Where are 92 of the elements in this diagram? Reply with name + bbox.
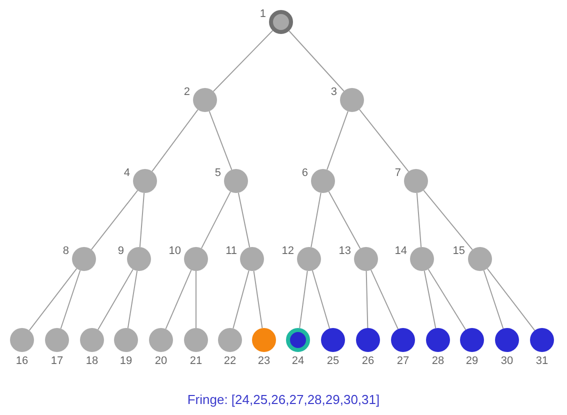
node-number: 16	[14, 355, 30, 367]
tree-node	[426, 328, 450, 352]
node-number: 5	[214, 167, 221, 179]
tree-node	[114, 328, 138, 352]
tree-edge	[423, 190, 473, 250]
tree-edge	[358, 108, 410, 172]
tree-node	[240, 247, 264, 271]
node-number: 6	[302, 167, 308, 179]
node-number: 17	[50, 355, 64, 367]
tree-edge	[486, 268, 536, 331]
tree-node	[391, 328, 415, 352]
node-number: 18	[84, 355, 100, 367]
tree-node	[354, 247, 378, 271]
node-number: 23	[256, 355, 272, 367]
tree-edge	[328, 191, 361, 249]
node-number: 27	[396, 355, 410, 367]
tree-node	[410, 247, 434, 271]
node-number: 30	[500, 355, 514, 367]
tree-node	[184, 247, 208, 271]
tree-edge	[90, 190, 138, 250]
tree-node	[149, 328, 173, 352]
tree-node	[286, 328, 310, 352]
tree-node	[184, 328, 208, 352]
node-number: 25	[326, 355, 340, 367]
node-number: 10	[168, 245, 181, 257]
node-number: 7	[394, 167, 401, 179]
tree-node	[297, 247, 321, 271]
node-number: 22	[222, 355, 238, 367]
tree-edge	[428, 268, 466, 330]
tree-edge	[139, 192, 145, 248]
tree-edge	[416, 192, 422, 248]
tree-node	[72, 247, 96, 271]
tree-edge	[212, 30, 274, 92]
tree-edge	[299, 270, 308, 329]
tree-node	[340, 88, 364, 112]
tree-node	[269, 10, 293, 34]
node-number: 1	[260, 8, 266, 20]
tree-edge	[326, 110, 348, 170]
tree-edge	[288, 30, 344, 92]
tree-edge	[253, 270, 263, 329]
tree-edge	[165, 270, 192, 330]
tree-node	[468, 247, 492, 271]
node-number: 2	[184, 86, 190, 98]
node-number: 15	[452, 245, 465, 257]
tree-node	[530, 328, 554, 352]
node-number: 29	[464, 355, 480, 367]
tree-edge	[200, 191, 232, 249]
tree-node	[321, 328, 345, 352]
tree-edge	[98, 268, 134, 330]
tree-node	[127, 247, 151, 271]
tree-edge	[238, 192, 250, 248]
tree-node	[356, 328, 380, 352]
tree-node	[404, 169, 428, 193]
node-number: 24	[290, 355, 306, 367]
tree-node	[45, 328, 69, 352]
node-number: 26	[360, 355, 376, 367]
tree-edge	[312, 270, 330, 329]
tree-edge	[370, 269, 399, 330]
fringe-text: Fringe: [24,25,26,27,28,29,30,31]	[186, 392, 381, 407]
tree-edge	[208, 110, 232, 170]
tree-node	[218, 328, 242, 352]
tree-node	[495, 328, 519, 352]
node-number: 14	[394, 245, 407, 257]
tree-node	[10, 328, 34, 352]
node-number: 13	[338, 245, 351, 257]
tree-edge	[310, 192, 322, 248]
node-number: 12	[282, 245, 294, 257]
tree-edge	[152, 109, 198, 172]
node-number: 28	[430, 355, 446, 367]
tree-node	[224, 169, 248, 193]
tree-edge	[127, 270, 138, 329]
tree-node	[252, 328, 276, 352]
node-number: 3	[330, 86, 337, 98]
node-number: 11	[226, 245, 237, 257]
tree-node	[133, 169, 157, 193]
tree-node	[311, 169, 335, 193]
tree-edge	[366, 270, 368, 328]
node-number: 20	[154, 355, 168, 367]
tree-edge	[483, 270, 504, 330]
tree-node	[193, 88, 217, 112]
node-number: 9	[118, 245, 124, 257]
node-number: 19	[118, 355, 134, 367]
tree-edge	[232, 270, 250, 329]
tree-edge	[60, 270, 81, 330]
tree-node	[460, 328, 484, 352]
tree-node	[80, 328, 104, 352]
tree-edge	[28, 268, 78, 331]
node-number: 21	[188, 355, 204, 367]
node-number: 8	[62, 245, 69, 257]
node-number: 31	[534, 355, 550, 367]
tree-edge	[424, 270, 436, 329]
node-number: 4	[124, 167, 130, 179]
